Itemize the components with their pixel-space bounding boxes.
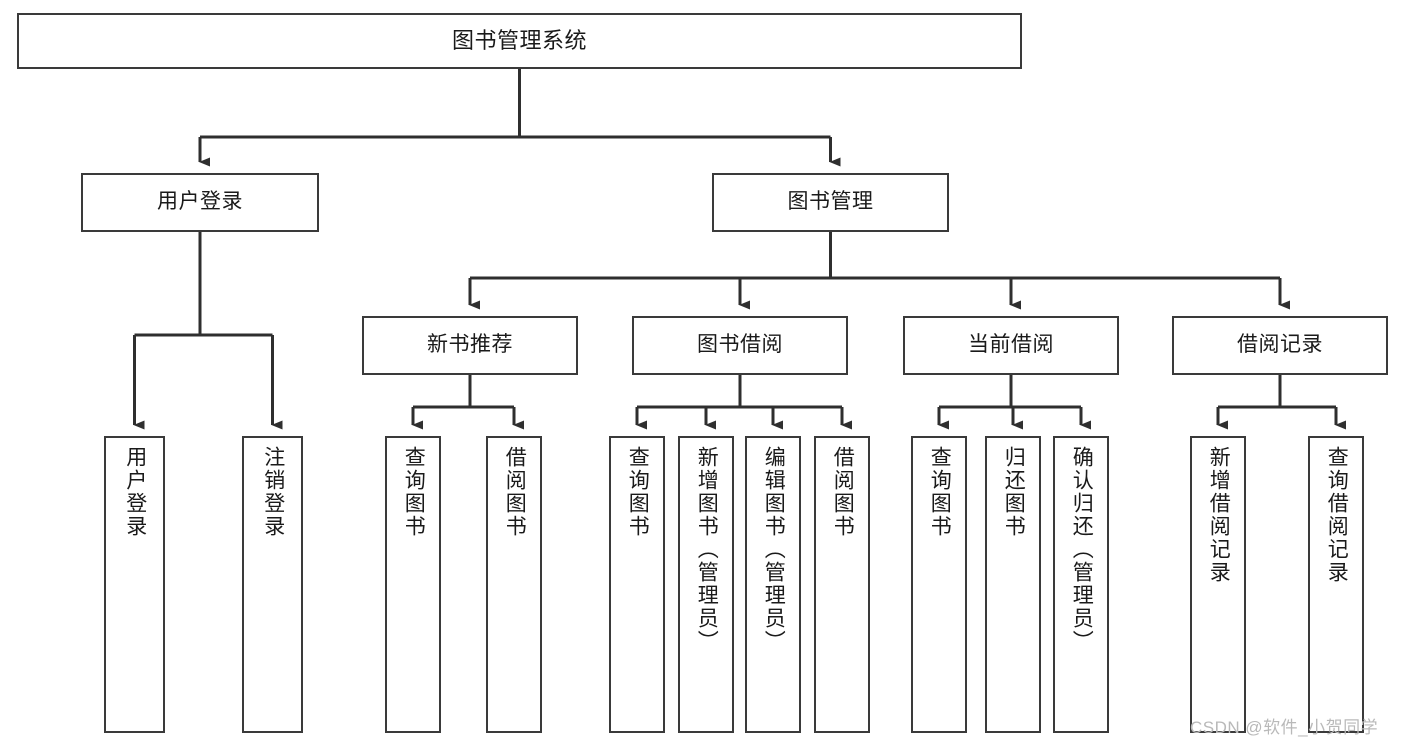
node-root[interactable]: 图书管理系统 xyxy=(17,13,1022,69)
node-leaf-query-book-1-label: 查询图书 xyxy=(402,446,426,538)
node-leaf-query-book-3[interactable]: 查询图书 xyxy=(911,436,967,733)
node-leaf-borrow-book-2[interactable]: 借阅图书 xyxy=(814,436,870,733)
node-leaf-edit-book-admin-label: 编辑图书（管理员） xyxy=(762,446,786,653)
node-leaf-borrow-book-1[interactable]: 借阅图书 xyxy=(486,436,542,733)
node-root-label: 图书管理系统 xyxy=(451,28,587,54)
node-book-manage-label: 图书管理 xyxy=(787,190,874,214)
node-borrow-record[interactable]: 借阅记录 xyxy=(1172,316,1388,375)
node-leaf-query-book-2-label: 查询图书 xyxy=(626,446,650,538)
node-leaf-query-book-3-label: 查询图书 xyxy=(928,446,952,538)
node-new-book-recommend-label: 新书推荐 xyxy=(427,333,513,357)
node-book-manage[interactable]: 图书管理 xyxy=(712,173,949,232)
node-leaf-query-book-2[interactable]: 查询图书 xyxy=(609,436,665,733)
node-user-login[interactable]: 用户登录 xyxy=(81,173,319,232)
node-leaf-confirm-return-admin[interactable]: 确认归还（管理员） xyxy=(1053,436,1109,733)
node-leaf-query-borrow-record[interactable]: 查询借阅记录 xyxy=(1308,436,1364,733)
node-leaf-add-borrow-record[interactable]: 新增借阅记录 xyxy=(1190,436,1246,733)
node-leaf-user-login[interactable]: 用户登录 xyxy=(104,436,165,733)
node-leaf-borrow-book-2-label: 借阅图书 xyxy=(831,446,855,538)
node-leaf-query-book-1[interactable]: 查询图书 xyxy=(385,436,441,733)
node-leaf-user-login-label: 用户登录 xyxy=(123,446,147,538)
node-leaf-return-book[interactable]: 归还图书 xyxy=(985,436,1041,733)
node-leaf-user-logout-label: 注销登录 xyxy=(261,446,285,538)
node-borrow-record-label: 借阅记录 xyxy=(1237,333,1323,357)
node-leaf-user-logout[interactable]: 注销登录 xyxy=(242,436,303,733)
node-current-borrow-label: 当前借阅 xyxy=(968,333,1054,357)
node-current-borrow[interactable]: 当前借阅 xyxy=(903,316,1119,375)
node-leaf-add-book-admin-label: 新增图书（管理员） xyxy=(695,446,719,653)
node-leaf-add-book-admin[interactable]: 新增图书（管理员） xyxy=(678,436,734,733)
node-leaf-borrow-book-1-label: 借阅图书 xyxy=(503,446,527,538)
node-leaf-query-borrow-record-label: 查询借阅记录 xyxy=(1325,446,1349,584)
node-leaf-add-borrow-record-label: 新增借阅记录 xyxy=(1207,446,1231,584)
node-leaf-return-book-label: 归还图书 xyxy=(1002,446,1026,538)
node-book-borrow-label: 图书借阅 xyxy=(697,333,783,357)
csdn-watermark: CSDN @软件_小贺同学 xyxy=(1190,718,1379,737)
node-new-book-recommend[interactable]: 新书推荐 xyxy=(362,316,578,375)
node-leaf-confirm-return-admin-label: 确认归还（管理员） xyxy=(1070,446,1094,653)
node-user-login-label: 用户登录 xyxy=(157,190,243,214)
node-leaf-edit-book-admin[interactable]: 编辑图书（管理员） xyxy=(745,436,801,733)
node-book-borrow[interactable]: 图书借阅 xyxy=(632,316,848,375)
